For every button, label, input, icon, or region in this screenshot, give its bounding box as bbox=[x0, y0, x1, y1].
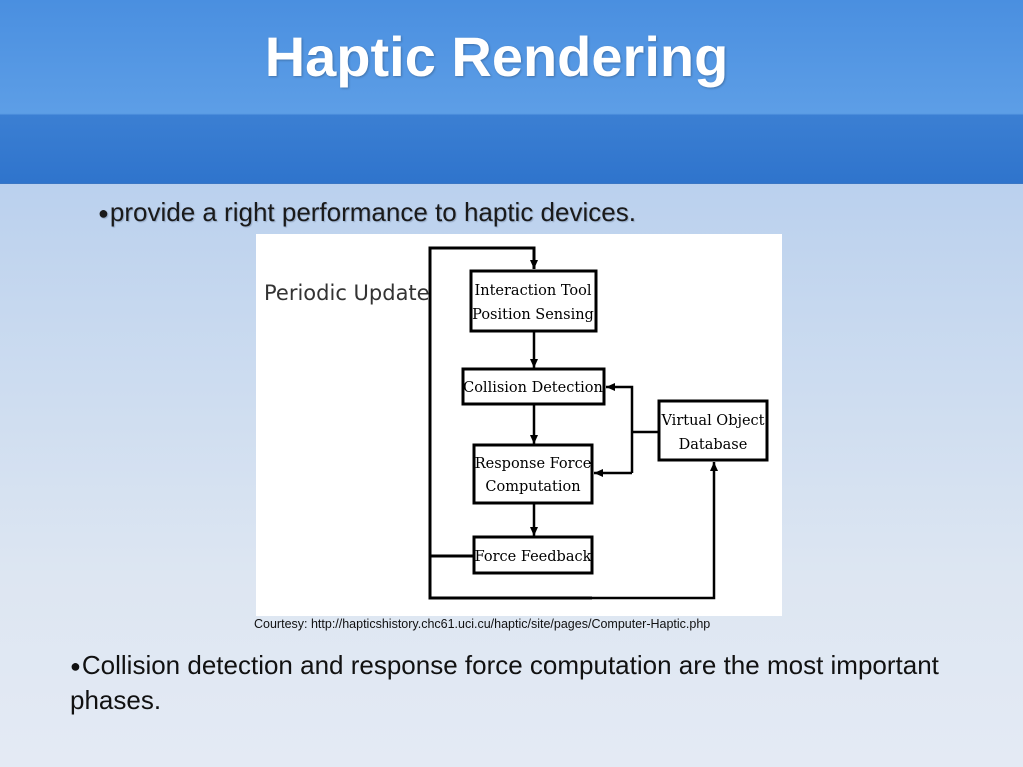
haptic-rendering-diagram: Periodic Update Interaction Tool Positio… bbox=[256, 234, 782, 616]
diagram-canvas: Periodic Update Interaction Tool Positio… bbox=[264, 246, 769, 600]
slide-title: Haptic Rendering bbox=[264, 25, 729, 88]
bullet-top: ●provide a right performance to haptic d… bbox=[98, 196, 798, 229]
box-virtual-object-database bbox=[657, 399, 769, 462]
virtual-line2: Database bbox=[679, 437, 748, 453]
response-line1: Response Force bbox=[475, 456, 592, 472]
feedback-label: Force Feedback bbox=[475, 549, 592, 565]
arrow-database-to-collision bbox=[606, 383, 634, 473]
bullet-bottom: ●Collision detection and response force … bbox=[70, 648, 950, 717]
arrow-return-to-database bbox=[592, 462, 718, 600]
box-collision-detection bbox=[461, 367, 606, 406]
bullet-top-text: provide a right performance to haptic de… bbox=[109, 197, 636, 227]
periodic-update-label: Periodic Update bbox=[264, 281, 430, 305]
box-interaction-tool bbox=[469, 269, 598, 333]
box-force-feedback bbox=[472, 535, 594, 575]
arrow-feedback-to-database bbox=[428, 556, 592, 600]
title-bar: Haptic Rendering bbox=[0, 0, 1023, 184]
bullet-dot-icon-2: ● bbox=[70, 656, 81, 676]
interaction-line1: Interaction Tool bbox=[475, 283, 592, 299]
response-line2: Computation bbox=[485, 479, 580, 495]
courtesy-caption: Courtesy: http://hapticshistory.chc61.uc… bbox=[254, 617, 711, 631]
bullet-dot-icon: ● bbox=[98, 203, 109, 223]
bullet-bottom-text: Collision detection and response force c… bbox=[70, 650, 939, 715]
loop-connector bbox=[428, 246, 538, 558]
collision-label: Collision Detection bbox=[463, 380, 603, 396]
virtual-line1: Virtual Object bbox=[660, 413, 764, 429]
box-response-force bbox=[472, 443, 594, 505]
interaction-line2: Position Sensing bbox=[472, 307, 594, 323]
